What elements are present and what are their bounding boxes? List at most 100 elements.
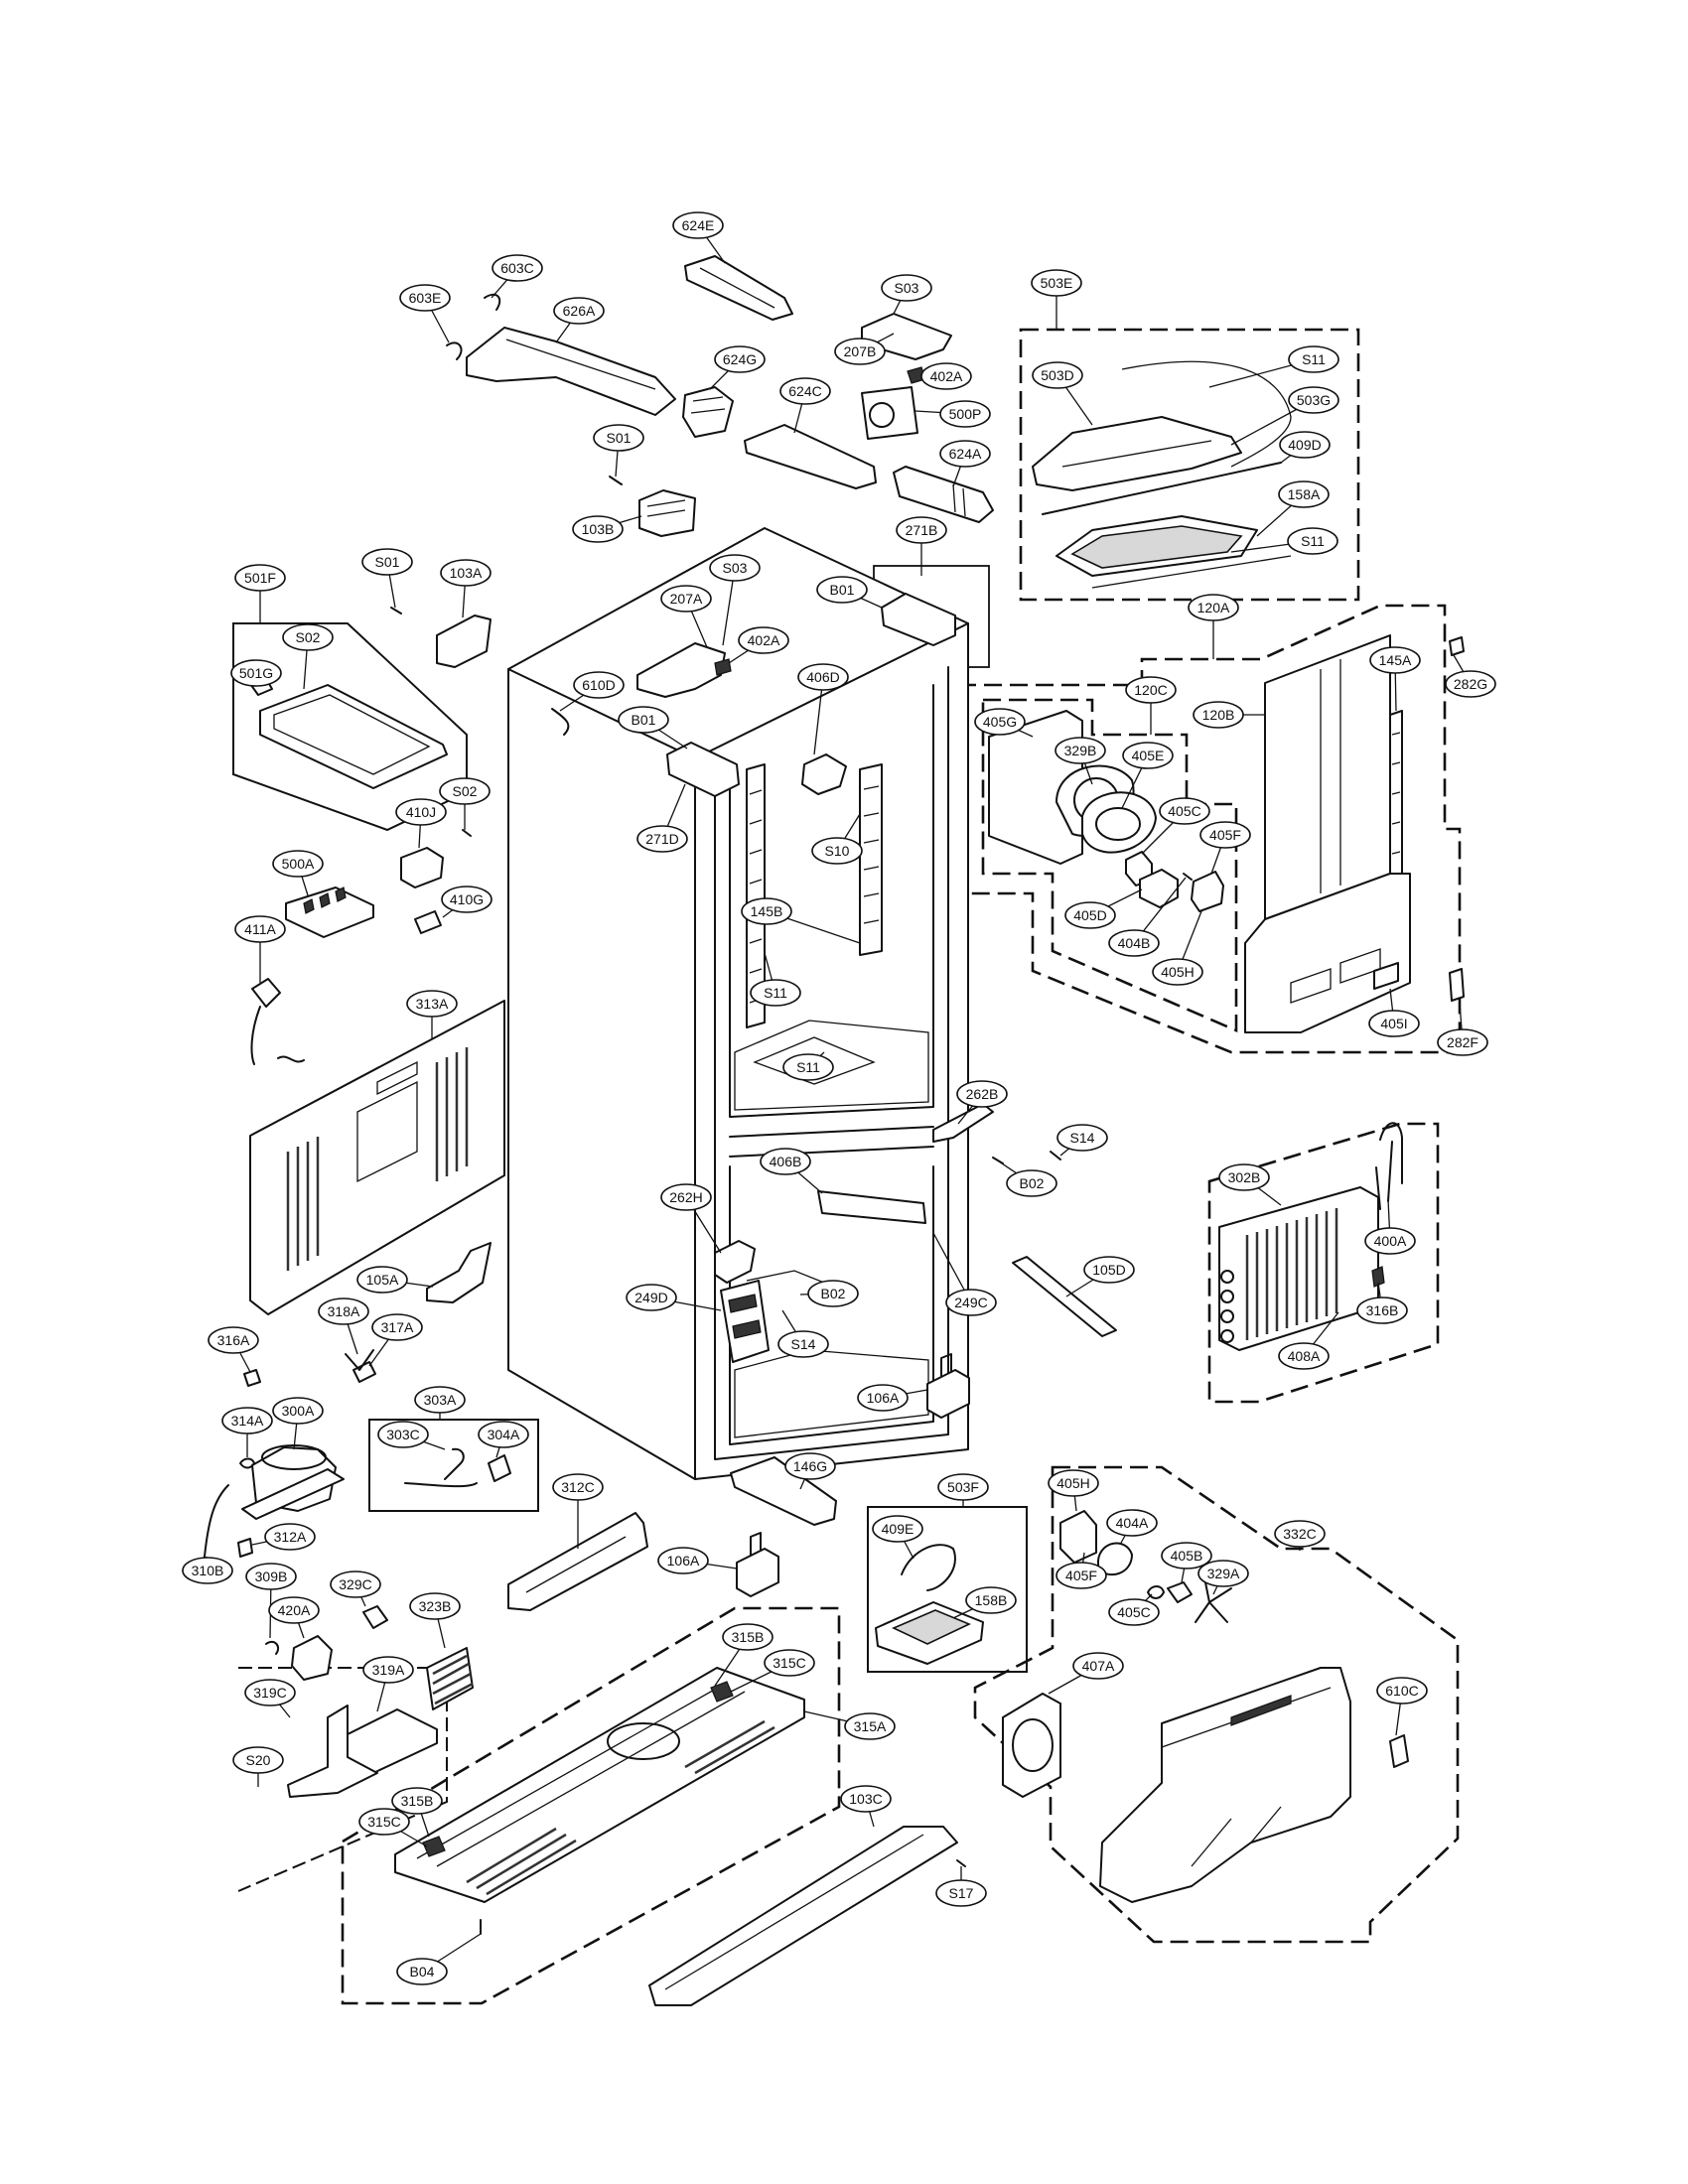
assembly-315a — [394, 1667, 805, 1935]
callout-label: 329C — [339, 1576, 371, 1592]
callout-ellipse — [371, 1313, 423, 1341]
callout-ellipse — [234, 564, 286, 592]
callout-label: 207A — [670, 591, 703, 607]
callout-label: 402A — [748, 632, 780, 648]
callout-ellipse — [1369, 646, 1421, 674]
callout-ellipse — [777, 1330, 829, 1358]
callout-105a: 105A — [356, 1266, 408, 1294]
part-610c — [1389, 1734, 1409, 1768]
callout-ellipse — [896, 516, 947, 544]
rail-145b-left — [746, 763, 766, 1028]
callout-145a: 145A — [1369, 646, 1421, 674]
callout-ellipse — [573, 671, 625, 699]
part-405f — [1191, 871, 1224, 912]
callout-label: 500P — [949, 406, 982, 422]
callout-ellipse — [974, 708, 1026, 736]
callout-label: 410G — [450, 891, 484, 907]
callout-ellipse — [1274, 1520, 1326, 1548]
callout-501g: 501G — [230, 659, 282, 687]
callout-120c: 120C — [1125, 676, 1177, 704]
callout-ellipse — [1125, 676, 1177, 704]
callout-207a: 207A — [660, 585, 712, 613]
callout-ellipse — [1278, 1342, 1330, 1370]
callout-label: 332C — [1283, 1526, 1316, 1542]
part-501f-tray — [259, 684, 448, 789]
callout-303c: 303C — [377, 1421, 429, 1448]
screw-s17 — [956, 1859, 966, 1867]
callout-ellipse — [636, 825, 688, 853]
part-420a — [291, 1635, 333, 1681]
callout-label: 319A — [372, 1662, 405, 1678]
callout-ellipse — [396, 1958, 448, 1985]
callout-405e: 405E — [1122, 742, 1174, 769]
callout-ellipse — [439, 777, 491, 805]
callout-label: S03 — [723, 560, 748, 576]
callout-ellipse — [395, 798, 447, 826]
callout-label: S01 — [607, 430, 632, 446]
part-105d — [1012, 1256, 1117, 1337]
rail-145b-right — [859, 763, 883, 956]
callout-label: 323B — [419, 1598, 452, 1614]
callout-label: 624C — [788, 383, 821, 399]
callout-158a: 158A — [1278, 480, 1330, 508]
callout-label: 404B — [1118, 935, 1151, 951]
callout-label: S14 — [1070, 1130, 1095, 1146]
callout-ellipse — [1083, 1256, 1135, 1284]
callout-label: 315C — [367, 1814, 400, 1830]
callout-label: 420A — [278, 1602, 311, 1618]
callout-315b: 315B — [722, 1623, 774, 1651]
screw-s02 — [462, 829, 472, 837]
callout-label: 145A — [1379, 652, 1412, 668]
callout-ellipse — [760, 1148, 811, 1175]
part-603e — [446, 341, 463, 360]
callout-label: S14 — [791, 1336, 816, 1352]
part-409e — [901, 1544, 956, 1591]
callout-label: 405C — [1168, 803, 1200, 819]
callout-315c: 315C — [358, 1808, 410, 1836]
callout-405c: 405C — [1108, 1598, 1160, 1626]
assembly-332c — [1002, 1510, 1409, 1903]
callout-317a: 317A — [371, 1313, 423, 1341]
callout-label: 610C — [1385, 1683, 1418, 1699]
compressor-area — [204, 1349, 511, 1558]
rails — [746, 710, 1403, 1028]
callout-label: 304A — [488, 1427, 520, 1442]
group-315a — [341, 1606, 841, 2005]
callout-ellipse — [318, 1297, 369, 1325]
callout-ellipse — [1356, 1297, 1408, 1324]
callout-249c: 249C — [945, 1289, 997, 1316]
callout-312a: 312A — [264, 1523, 316, 1551]
group-303a — [368, 1419, 539, 1512]
part-310b — [204, 1484, 229, 1558]
callout-s02: S02 — [282, 623, 334, 651]
callout-labels: 624E603C603E626AS03207B402A624G624C500P6… — [182, 211, 1496, 1985]
callout-ellipse — [1108, 929, 1160, 957]
callout-label: 146G — [793, 1458, 827, 1474]
callout-label: 626A — [563, 303, 596, 319]
callout-ellipse — [816, 576, 868, 604]
callout-label: S10 — [825, 843, 850, 859]
part-624a — [893, 466, 994, 523]
callout-405i: 405I — [1368, 1010, 1420, 1037]
callout-329b: 329B — [1055, 737, 1106, 764]
callout-332c: 332C — [1274, 1520, 1326, 1548]
callout-313a: 313A — [406, 990, 458, 1018]
callout-label: 282G — [1454, 676, 1487, 692]
callout-label: 303A — [424, 1392, 457, 1408]
callout-s14: S14 — [777, 1330, 829, 1358]
callout-ellipse — [1106, 1509, 1158, 1537]
callout-ellipse — [361, 548, 413, 576]
callout-ellipse — [626, 1284, 677, 1311]
callout-s02: S02 — [439, 777, 491, 805]
callout-624g: 624G — [714, 345, 766, 373]
callout-ellipse — [208, 1326, 259, 1354]
callout-label: 405E — [1132, 748, 1165, 763]
callout-s10: S10 — [811, 837, 863, 865]
callout-label: 103C — [849, 1791, 882, 1807]
callout-603e: 603E — [399, 284, 451, 312]
rail-145a — [1389, 710, 1403, 885]
callout-label: 249C — [954, 1295, 987, 1310]
callout-ellipse — [709, 554, 761, 582]
callout-404a: 404A — [1106, 1509, 1158, 1537]
part-400a — [1375, 1122, 1403, 1210]
